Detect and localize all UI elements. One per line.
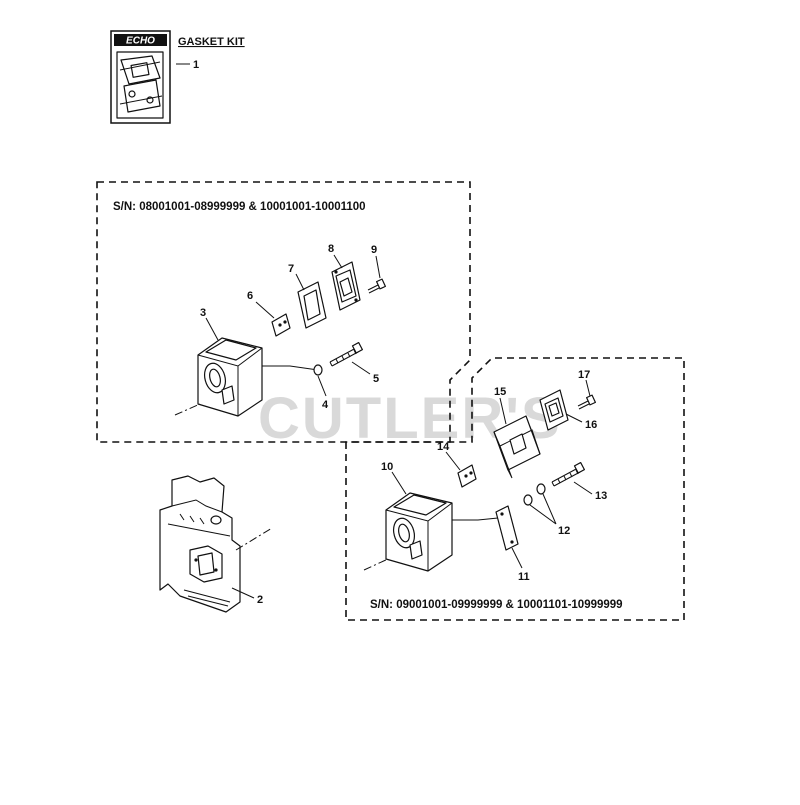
callout-10: 10	[381, 461, 393, 473]
callout-15: 15	[494, 386, 506, 398]
group-2-border	[345, 357, 685, 621]
callout-5: 5	[373, 373, 379, 385]
callout-14: 14	[437, 441, 450, 453]
callout-7: 7	[288, 263, 294, 275]
callout-8: 8	[328, 243, 334, 255]
plate-11	[495, 505, 519, 551]
callout-16: 16	[585, 419, 597, 431]
group-2-serial: S/N: 09001001-09999999 & 10001101-109999…	[370, 599, 623, 611]
muffler-3	[174, 337, 319, 417]
plate-8	[331, 261, 361, 311]
callout-2: 2	[257, 594, 263, 606]
washer-4	[313, 364, 323, 376]
svg-text:ECHO: ECHO	[126, 36, 155, 47]
gasket-kit: ECHO GASKET KIT 1	[110, 30, 245, 124]
group-1-border	[96, 181, 471, 443]
gasket-14	[457, 464, 477, 488]
callout-3: 3	[200, 307, 206, 319]
group-1-serial: S/N: 08001001-08999999 & 10001001-100011…	[113, 201, 366, 213]
callout-4: 4	[322, 399, 329, 411]
screw-9	[367, 278, 387, 294]
callout-17: 17	[578, 369, 590, 381]
callout-1: 1	[193, 59, 199, 71]
echo-logo: ECHO	[114, 34, 167, 47]
callout-9: 9	[371, 244, 377, 256]
plate-16	[539, 389, 569, 431]
kit-title: GASKET KIT	[178, 36, 245, 48]
callout-11: 11	[518, 571, 530, 583]
screw-17	[577, 394, 597, 410]
bolt-5	[329, 341, 364, 367]
engine-housing-2	[159, 475, 273, 613]
muffler-10	[363, 492, 499, 572]
gasket-7	[297, 281, 327, 329]
gasket-6	[271, 313, 291, 337]
callout-12: 12	[558, 525, 570, 537]
bolt-13	[551, 461, 586, 487]
callout-13: 13	[595, 490, 607, 502]
callout-6: 6	[247, 290, 253, 302]
washers-12	[523, 483, 546, 506]
kit-gaskets-illustration	[116, 51, 164, 119]
shield-15	[493, 415, 541, 479]
